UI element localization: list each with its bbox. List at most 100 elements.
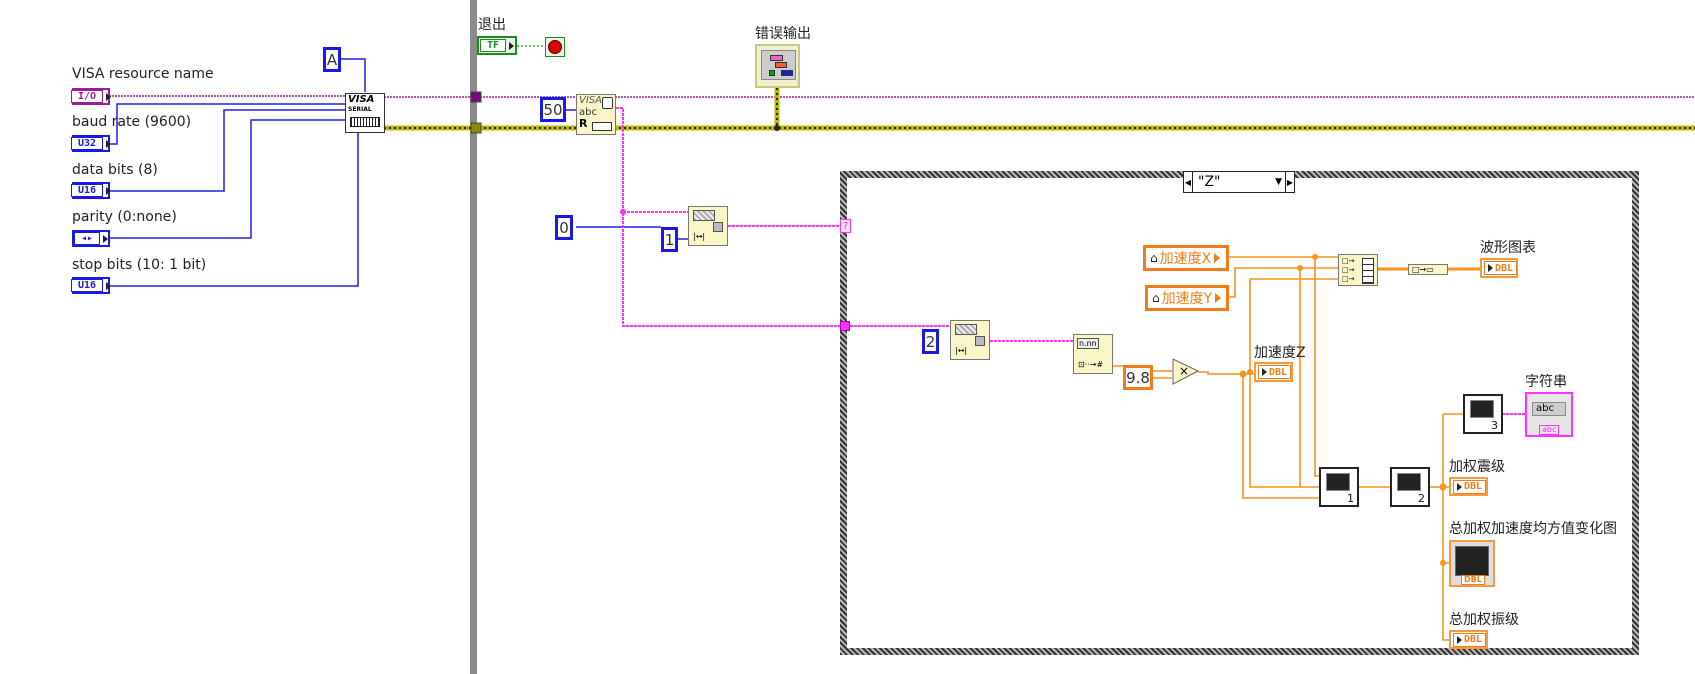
byte-count-constant[interactable]: 50 [540,97,566,122]
error-out-indicator[interactable] [755,44,800,88]
visa-tunnel [470,91,482,103]
parity-label: parity (0:none) [72,209,177,225]
output-terminal-icon [106,281,112,290]
output-terminal-icon [509,41,515,50]
stop-bits-control[interactable]: U16 [70,277,112,294]
string-subset-icon [693,210,715,221]
error-cluster-icon [761,50,796,80]
dbl-type-label: DBL [1464,481,1483,492]
local-variable-icon: ⌂ [1150,251,1158,265]
timer-icon [602,97,613,109]
visa-configure-serial-node[interactable]: VISA SERIAL [345,93,385,133]
data-bits-control[interactable]: U16 [70,182,112,199]
subvi-number: 3 [1491,419,1498,432]
bool-type-label: TF [479,39,507,52]
visa-read-node[interactable]: VISA abc R [576,94,616,135]
enum-type-label: ◂▸ [73,232,101,245]
subvi-number: 2 [1418,492,1425,505]
build-array-icon: □→□→□→ [1342,257,1355,283]
output-terminal-icon [106,139,112,148]
dbl-type-label: DBL [1495,262,1514,274]
error-out-label: 错误输出 [755,26,811,42]
weighting-subvi-1[interactable]: 1 [1319,467,1359,507]
local-variable-name: 加速度X [1159,251,1212,267]
u16-type-label: U16 [70,184,104,197]
case-structure[interactable] [840,171,1639,655]
string-subset-icon [955,324,977,335]
stop-bits-label: stop bits (10: 1 bit) [72,257,207,273]
string-subset-node-2[interactable]: |↔| [950,320,990,360]
string-indicator[interactable]: abc abc [1525,392,1573,437]
output-terminal-icon [106,92,112,101]
abc-text: abc [579,107,597,118]
baud-rate-control[interactable]: U32 [70,135,112,152]
parity-control[interactable]: ◂▸ [72,230,110,247]
input-terminal-icon [1457,482,1462,491]
offset-0-constant[interactable]: 0 [555,215,573,240]
dbl-type-label: DBL [1269,366,1288,378]
loop-condition-stop-terminal[interactable] [545,37,565,57]
increment-case-icon[interactable]: ▶ [1285,172,1294,192]
waveform-icon [1326,473,1350,491]
rms-graph-label: 总加权加速度均方值变化图 [1449,521,1617,537]
local-variable-accel-x[interactable]: ⌂加速度X [1143,245,1229,271]
gravity-constant[interactable]: 9.8 [1123,365,1153,390]
subvi-number: 1 [1347,492,1354,505]
stop-control[interactable]: TF [477,36,517,55]
waveform-icon [1397,473,1421,491]
data-bits-label: data bits (8) [72,162,158,178]
waveform-chart-indicator[interactable]: DBL [1480,258,1518,278]
visa-resource-label: VISA resource name [72,66,214,82]
while-loop-border [470,0,477,674]
read-r-text: R [579,117,588,130]
offset-2-constant[interactable]: 2 [922,329,939,354]
array-to-cluster-node[interactable]: □→▭ [1408,264,1448,275]
input-terminal-icon [1488,264,1493,272]
string-subset-node-1[interactable]: |↔| [688,206,728,246]
decrement-case-icon[interactable]: ◀ [1184,172,1193,192]
multiply-node[interactable]: × [1172,358,1200,386]
config-wires [110,58,956,342]
length-icon: |↔| [693,232,706,241]
waveform-chart-label: 波形图表 [1480,240,1536,256]
serial-port-icon [350,117,380,127]
rms-graph-indicator[interactable]: DBL [1449,540,1495,587]
visa-resource-control[interactable]: I/O [70,88,112,105]
output-terminal-icon [103,234,109,243]
input-terminal-icon [1457,635,1462,644]
length-1-constant[interactable]: 1 [661,227,678,252]
accel-z-indicator[interactable]: DBL [1254,362,1293,382]
weighted-level-indicator[interactable]: DBL [1449,477,1488,496]
weighting-subvi-3[interactable]: 3 [1463,394,1503,434]
case-selector[interactable]: ◀ "Z" ▼ ▶ [1183,171,1295,193]
string-type-label: abc [1539,425,1560,435]
dbl-type-label: DBL [1461,575,1485,585]
local-variable-accel-y[interactable]: ⌂加速度Y [1145,285,1229,311]
visa-text: VISA [348,94,375,105]
dbl-type-label: DBL [1464,634,1483,645]
scan-from-string-node[interactable]: n.nn ⊡··→# [1073,334,1113,374]
io-type-label: I/O [70,90,104,103]
stop-control-label: 退出 [478,17,506,33]
u16-type-label: U16 [70,279,104,292]
total-weighted-level-indicator[interactable]: DBL [1449,630,1488,649]
termchar-constant[interactable]: A [323,47,341,72]
scan-arrow-icon: ⊡··→# [1078,360,1104,369]
build-array-node[interactable]: □→□→□→ [1338,254,1378,286]
output-terminal-icon [106,186,112,195]
input-terminal-icon [1262,368,1267,376]
multiply-symbol: × [1179,364,1189,378]
string-tunnel [840,321,850,331]
waveform-icon [1470,400,1494,418]
total-weighted-level-label: 总加权振级 [1449,612,1519,628]
visa-text: VISA [579,95,602,106]
weighted-level-label: 加权震级 [1449,459,1505,475]
weighting-subvi-2[interactable]: 2 [1390,467,1430,507]
serial-text: SERIAL [348,106,372,113]
local-variable-name: 加速度Y [1161,291,1213,307]
chevron-down-icon[interactable]: ▼ [1275,177,1282,187]
length-icon: |↔| [955,346,968,355]
string-value: abc [1532,402,1566,416]
case-selector-value: "Z" [1198,174,1221,190]
u32-type-label: U32 [70,137,104,150]
